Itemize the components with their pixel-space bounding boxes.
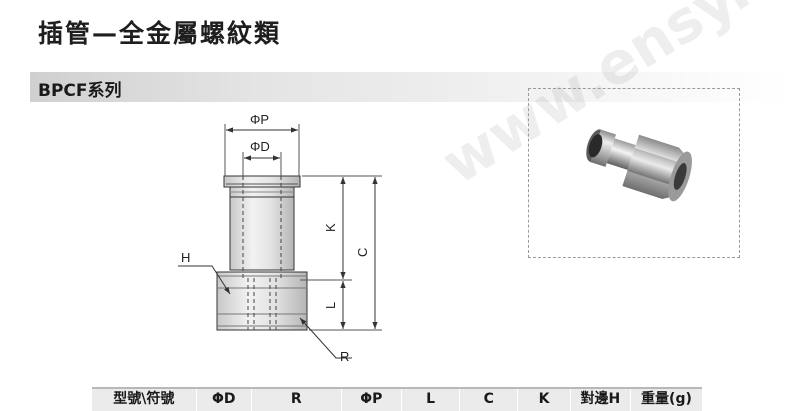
label-c: C: [355, 248, 370, 257]
page-title: 插管—全金屬螺紋類: [38, 19, 282, 48]
header-phi-p: ΦP: [342, 389, 402, 411]
fitting-collar: [223, 175, 301, 188]
spec-table-header: 型號\符號 ΦD R ΦP L C K 對邊H 重量(g): [92, 387, 702, 411]
product-photo-box: [528, 88, 740, 258]
header-phi-d: ΦD: [197, 389, 252, 411]
leader-r: [299, 317, 352, 359]
push-in-fitting-photo: [586, 129, 692, 202]
leader-h: [178, 265, 231, 295]
label-phi-d: ΦD: [250, 139, 270, 154]
header-l: L: [402, 389, 461, 411]
fitting-body: [229, 196, 295, 271]
label-r: R: [340, 349, 349, 364]
header-weight: 重量(g): [641, 391, 692, 407]
header-model-symbol: 型號\符號: [92, 389, 197, 411]
technical-drawing: ΦP ΦD H R K C L: [150, 100, 410, 370]
fitting-hex: [216, 271, 308, 331]
header-hex-h: 對邊H: [571, 389, 631, 411]
label-phi-p: ΦP: [250, 112, 269, 127]
series-label: BPCF系列: [38, 81, 122, 101]
header-k: K: [518, 389, 571, 411]
label-h: H: [181, 250, 190, 265]
label-l: L: [323, 302, 338, 309]
series-header-bar: BPCF系列: [30, 72, 790, 102]
header-r: R: [252, 389, 342, 411]
label-k: K: [323, 223, 338, 232]
header-c: C: [460, 389, 519, 411]
